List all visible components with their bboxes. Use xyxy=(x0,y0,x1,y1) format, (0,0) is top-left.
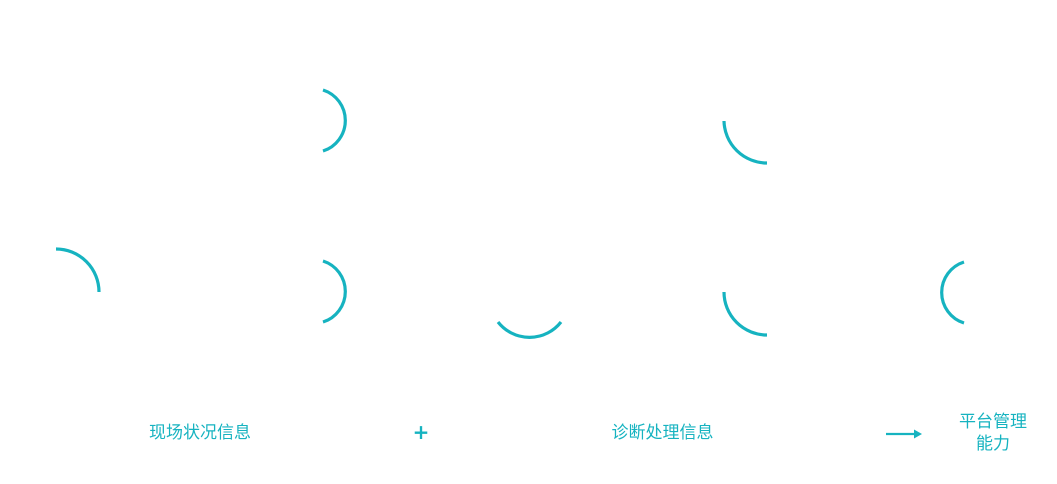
arc-right-left-bracket xyxy=(940,260,965,325)
plus-sign: + xyxy=(412,420,430,444)
result-line-1: 平台管理 xyxy=(959,412,1027,432)
scene-info-label: 现场状况信息 xyxy=(149,423,251,443)
arc-center-smile xyxy=(496,320,563,339)
platform-capability-label: 平台管理 能力 xyxy=(948,411,1038,455)
result-line-2: 能力 xyxy=(976,434,1010,454)
arc-lower-bottomleft-quarter xyxy=(722,291,768,337)
arc-mid-right-bracket xyxy=(322,259,347,324)
arc-top-bottomleft-quarter xyxy=(722,120,768,165)
diagnosis-info-label: 诊断处理信息 xyxy=(611,423,714,443)
arc-left-quarter xyxy=(55,247,101,293)
arrow-head xyxy=(914,429,922,439)
arrow-right-icon xyxy=(886,429,922,439)
arc-top-right-bracket xyxy=(322,88,347,153)
